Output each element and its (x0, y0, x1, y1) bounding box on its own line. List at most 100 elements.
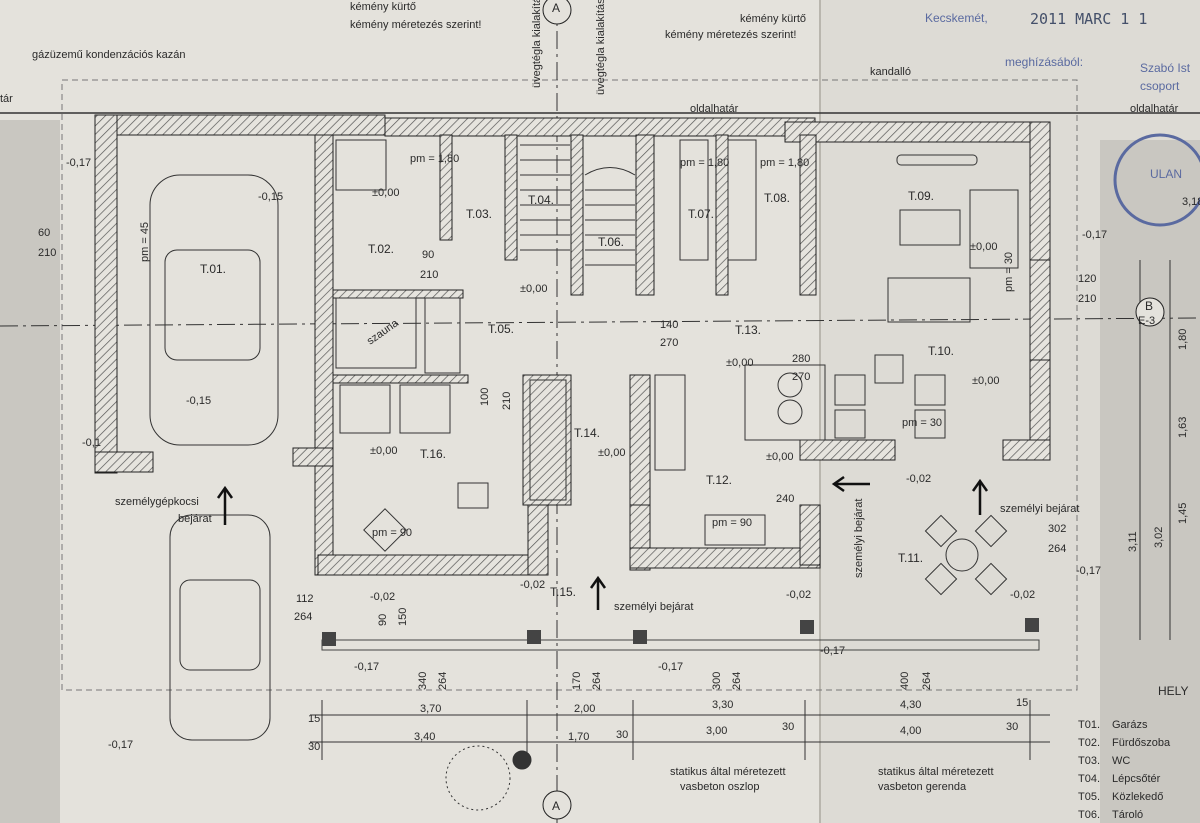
dimension-lines (310, 260, 1171, 760)
room-legend: T01. Garázs T02. Fürdőszoba T03. WC T04.… (1078, 719, 1171, 821)
terrace-edge (321, 639, 1040, 651)
signer-sub: csoport (1140, 79, 1180, 93)
dimension-value: 1,70 (568, 731, 589, 743)
level-mark: -0,02 (786, 589, 811, 601)
dimension-value: 3,00 (706, 725, 727, 737)
level-mark: -0,17 (108, 739, 133, 751)
left-limit-note: tár (0, 93, 13, 105)
level-mark: -0,17 (658, 661, 683, 673)
level-mark: -0,02 (906, 473, 931, 485)
dimension-value: 3,40 (414, 731, 435, 743)
official-stamp (1113, 133, 1200, 227)
person-entry-center: személyi bejárat (614, 601, 693, 613)
column-note-2: vasbeton oszlop (680, 781, 760, 793)
dimension-value: 150 (397, 608, 409, 626)
person-entry-side-2: személyi bejárat (1000, 503, 1079, 515)
dimension-value: 4,00 (900, 725, 921, 737)
dimension-value: 264 (294, 611, 312, 623)
chimney-right-note-2: kémény méretezés szerint! (665, 29, 796, 41)
level-mark: -0,15 (258, 191, 283, 203)
level-mark: -0,17 (1082, 229, 1107, 241)
level-mark: ±0,00 (372, 187, 399, 199)
dimension-value: 400 (899, 672, 911, 690)
room-label: T.03. (466, 207, 492, 221)
legend-name: Fürdőszoba (1112, 737, 1171, 749)
legend-code: T04. (1078, 773, 1100, 785)
level-mark: -0,17 (354, 661, 379, 673)
room-label: T.09. (908, 189, 934, 203)
dimension-value: 1,45 (1177, 503, 1189, 524)
legend-name: Tároló (1112, 809, 1143, 821)
legend-name: Közlekedő (1112, 791, 1163, 803)
legend-code: T06. (1078, 809, 1100, 821)
dimension-value: 100 (479, 388, 491, 406)
dimension-value: 90 (377, 614, 389, 626)
legend-code: T01. (1078, 719, 1100, 731)
dimension-value: 240 (776, 493, 794, 505)
dimension-value: 30 (782, 721, 794, 733)
level-mark: ±0,00 (970, 241, 997, 253)
boiler-note: gázüzemű kondenzációs kazán (32, 49, 185, 61)
level-mark: pm = 1,80 (760, 157, 809, 169)
level-mark: ±0,00 (520, 283, 547, 295)
room-label: T.02. (368, 242, 394, 256)
dimension-value: 3,02 (1153, 527, 1165, 548)
level-mark: -0,02 (370, 591, 395, 603)
dimension-value: 340 (417, 672, 429, 690)
glass-block-note-1: üvegtégla kialakítás (531, 0, 543, 88)
section-b-label: B (1145, 299, 1153, 313)
room-label: T.10. (928, 344, 954, 358)
signer-name: Szabó Ist (1140, 61, 1191, 75)
level-mark: pm = 1,80 (680, 157, 729, 169)
room-label: T.15. (550, 585, 576, 599)
dimension-value: 264 (591, 672, 603, 690)
side-limit-note: oldalhatár (690, 103, 739, 115)
eave-outline (61, 79, 1078, 691)
room-label: T.05. (488, 322, 514, 336)
dimension-value: 4,30 (900, 699, 921, 711)
legend-name: WC (1112, 755, 1130, 767)
section-a-label: A (552, 1, 560, 15)
office-right: meghízásából: (1005, 55, 1083, 69)
stairs (520, 144, 636, 266)
dimension-value: 264 (1048, 543, 1066, 555)
dimension-value: 3,30 (712, 699, 733, 711)
interior-walls (332, 134, 1051, 506)
legend-code: T03. (1078, 755, 1100, 767)
exterior-walls (94, 114, 1051, 576)
level-mark: pm = 30 (1003, 252, 1015, 292)
person-entry-side-1: személyi bejárat (853, 499, 865, 578)
section-marker-a (542, 0, 572, 820)
dimension-value: 30 (616, 729, 628, 741)
room-label: T.08. (764, 191, 790, 205)
level-mark: -0,02 (520, 579, 545, 591)
level-mark: ±0,00 (370, 445, 397, 457)
dimension-value: 210 (420, 269, 438, 281)
fireplace-note: kandalló (870, 66, 911, 78)
left-strip (0, 120, 60, 823)
room-label: T.07. (688, 207, 714, 221)
beam-note: statikus által méretezett (878, 766, 994, 778)
legend-code: T02. (1078, 737, 1100, 749)
section-e3-label: E-3 (1138, 315, 1155, 327)
opening-dimensions: 90 210 100 210 140 270 280 270 240 120 2… (38, 227, 1096, 690)
level-mark: ±0,00 (972, 375, 999, 387)
legend-name: Garázs (1112, 719, 1148, 731)
paper-left (0, 0, 820, 823)
beam-note-2: vasbeton gerenda (878, 781, 967, 793)
section-marker-b (1135, 297, 1165, 327)
room-label: T.06. (598, 235, 624, 249)
dimension-value: 60 (38, 227, 50, 239)
level-mark: -0,17 (1076, 565, 1101, 577)
room-label: T.13. (735, 323, 761, 337)
legend-heading: HELY (1158, 684, 1188, 698)
glass-block-note-2: üvegtégla kialakítás (595, 0, 607, 95)
level-mark: -0,17 (820, 645, 845, 657)
level-mark: -0,15 (186, 395, 211, 407)
level-mark: ±0,00 (766, 451, 793, 463)
dimension-value: 170 (571, 672, 583, 690)
stamp-text: ULAN (1150, 167, 1182, 181)
dimension-value: 302 (1048, 523, 1066, 535)
dimension-value: 3,70 (420, 703, 441, 715)
